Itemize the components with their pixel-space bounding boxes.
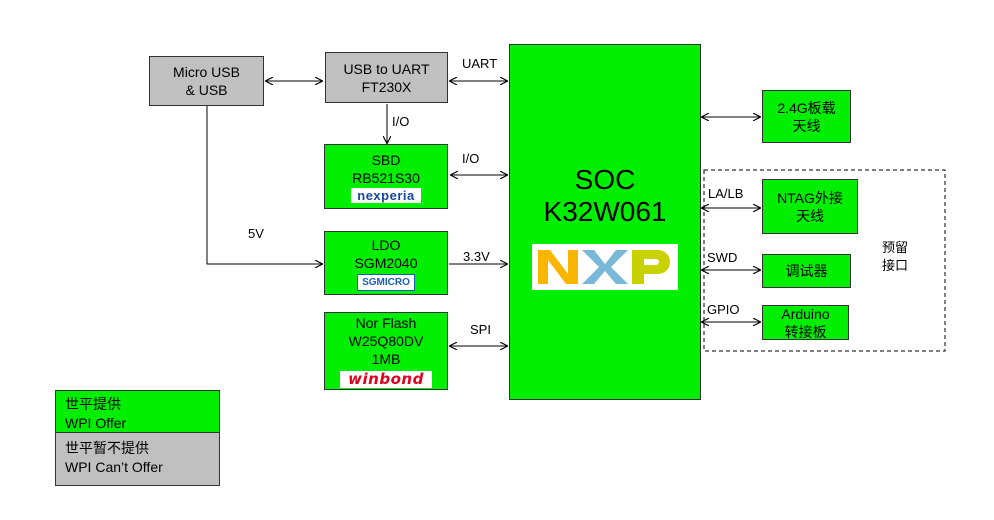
soc-part-number: K32W061 [543, 196, 667, 227]
ldo-block: LDO SGM2040 SGMICRO [324, 231, 448, 295]
lalb-label: LA/LB [708, 186, 744, 201]
io-vertical-label: I/O [392, 114, 410, 129]
nxp-logo [532, 244, 678, 290]
soc-block: SOC K32W061 [509, 44, 701, 400]
block-label: 天线 [796, 207, 824, 224]
block-label: & USB [185, 82, 228, 98]
reserved-interface-region [703, 169, 946, 352]
legend-text: 世平暂不提供 [65, 440, 149, 456]
3v3-label: 3.3V [463, 249, 490, 264]
ntag-block: NTAG外接 天线 [762, 179, 858, 234]
block-label: NTAG外接 [777, 189, 843, 206]
block-label: Micro USB [173, 64, 240, 80]
block-label: Arduino [781, 305, 830, 322]
antenna-block: 2.4G板载 天线 [762, 90, 851, 143]
block-label: 调试器 [785, 263, 828, 279]
block-label: SGM2040 [354, 254, 418, 271]
block-label: RB521S30 [352, 169, 420, 186]
legend-text: WPI Offer [65, 415, 127, 431]
micro-usb-block: Micro USB & USB [149, 56, 264, 106]
legend-text: WPI Can’t Offer [65, 459, 163, 475]
legend-offer: 世平提供 WPI Offer [55, 390, 220, 433]
soc-label: SOC [574, 164, 636, 195]
debugger-block: 调试器 [762, 254, 851, 288]
io-sbd-label: I/O [462, 151, 480, 166]
block-label: SBD [371, 151, 401, 168]
5v-label: 5V [248, 226, 264, 241]
block-label: Nor Flash [355, 315, 417, 331]
link-usb-ldo [206, 106, 322, 264]
legend: 世平提供 WPI Offer 世平暂不提供 WPI Can’t Offer [55, 390, 220, 486]
block-label: 天线 [792, 117, 821, 134]
reserved-interface-label: 预留 接口 [882, 239, 908, 275]
reserved-label-line: 预留 [882, 240, 909, 255]
uart-label: UART [462, 56, 498, 71]
block-label: 转接板 [784, 323, 827, 340]
sgmicro-logo: SGMICRO [357, 273, 415, 291]
legend-text: 世平提供 [65, 396, 121, 412]
block-label: 2.4G板载 [777, 99, 836, 116]
block-label: LDO [371, 236, 401, 253]
reserved-label-line: 接口 [882, 258, 909, 273]
gpio-label: GPIO [707, 302, 740, 317]
spi-label: SPI [470, 322, 491, 337]
swd-label: SWD [707, 250, 738, 265]
block-label: USB to UART [343, 60, 430, 77]
nor-flash-block: Nor Flash W25Q80DV 1MB winbond [324, 312, 448, 390]
sbd-block: SBD RB521S30 nexperia [324, 144, 448, 209]
block-label: FT230X [361, 78, 412, 95]
nexperia-logo: nexperia [351, 187, 421, 203]
legend-no-offer: 世平暂不提供 WPI Can’t Offer [55, 433, 220, 486]
block-label: 1MB [371, 351, 401, 367]
arduino-block: Arduino 转接板 [762, 305, 849, 340]
winbond-logo: winbond [340, 371, 432, 388]
block-label: W25Q80DV [348, 333, 424, 349]
usb-to-uart-block: USB to UART FT230X [325, 52, 448, 103]
